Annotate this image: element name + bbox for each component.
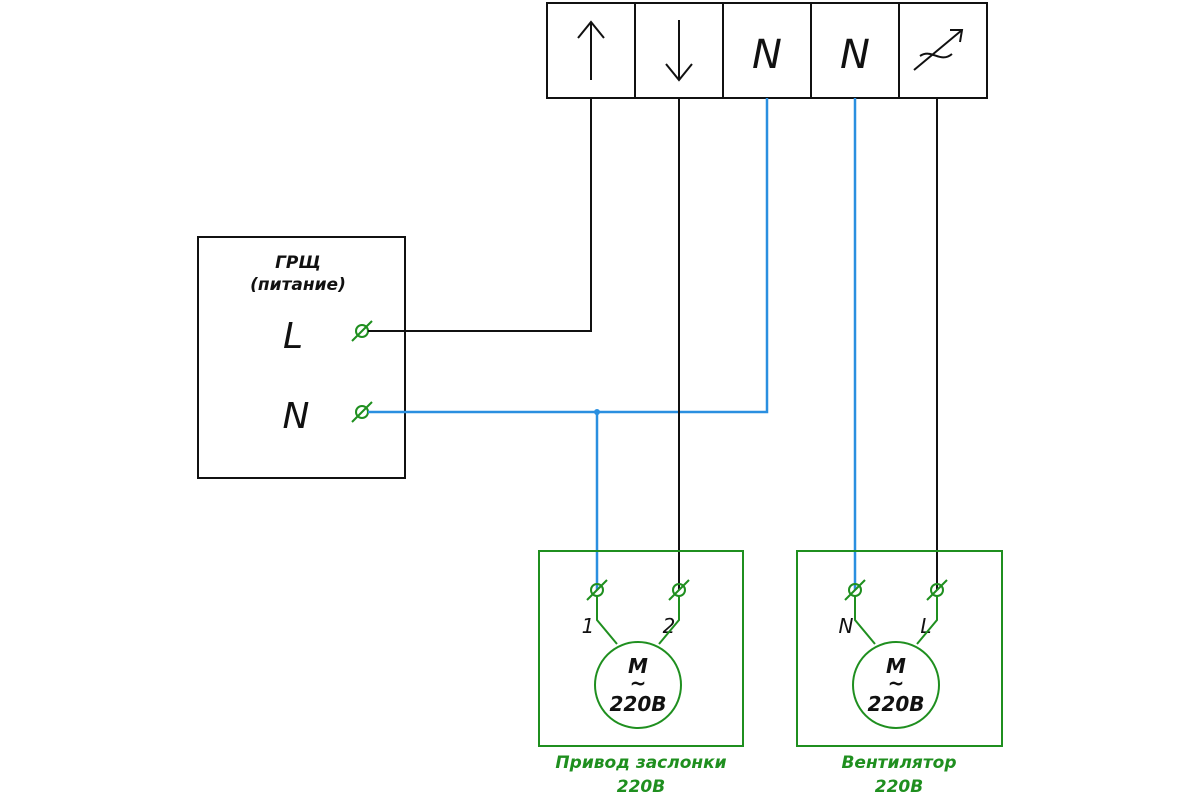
fan-terminal-n-label: N <box>839 614 854 638</box>
fan-motor-lead <box>854 596 876 645</box>
wire-junction <box>594 409 600 415</box>
panel-title: ГРЩ <box>275 253 321 273</box>
damper-motor-symbol: M <box>628 654 648 678</box>
damper-motor-lead <box>596 596 618 645</box>
damper-frame <box>538 550 744 747</box>
fan-motor-ac: ~ <box>888 671 905 695</box>
panel-terminal-l-label: L <box>283 316 303 357</box>
fan-speed-icon <box>913 29 964 71</box>
damper-caption: Привод заслонки <box>555 753 726 773</box>
panel-terminal-n-label: N <box>283 396 310 437</box>
terminal-block: N N <box>546 2 988 99</box>
damper-caption-voltage: 220В <box>617 777 665 797</box>
fan-motor-circle <box>852 641 940 729</box>
wires <box>368 98 938 590</box>
panel-subtitle: (питание) <box>250 275 346 295</box>
fan-caption: Вентилятор <box>841 753 956 773</box>
fan-motor-lead <box>916 596 938 645</box>
down-arrow-icon <box>665 20 693 82</box>
damper-motor-lead <box>658 596 680 645</box>
fan-caption-voltage: 220В <box>875 777 923 797</box>
fan-unit: N L M ~ 220В Вентилятор 220В <box>796 550 1003 797</box>
wire-phase-supply <box>368 98 592 332</box>
power-panel: ГРЩ (питание) L N <box>197 236 406 479</box>
fan-frame <box>796 550 1003 747</box>
damper-motor-voltage: 220В <box>610 692 667 716</box>
damper-terminal-1-label: 1 <box>582 614 595 638</box>
damper-motor-ac: ~ <box>630 671 647 695</box>
terminal-label-n2: N <box>840 32 870 78</box>
damper-actuator: 1 2 M ~ 220В Привод заслонки 220В <box>538 550 744 797</box>
wire-neutral-supply <box>368 98 769 414</box>
power-panel-frame <box>197 236 406 479</box>
up-arrow-icon <box>577 20 605 80</box>
fan-terminal-l-label: L <box>920 614 931 638</box>
terminal-label-n1: N <box>752 32 782 78</box>
fan-motor-voltage: 220В <box>868 692 925 716</box>
damper-motor-circle <box>594 641 682 729</box>
fan-motor-symbol: M <box>886 654 906 678</box>
damper-terminal-2-label: 2 <box>663 614 676 638</box>
